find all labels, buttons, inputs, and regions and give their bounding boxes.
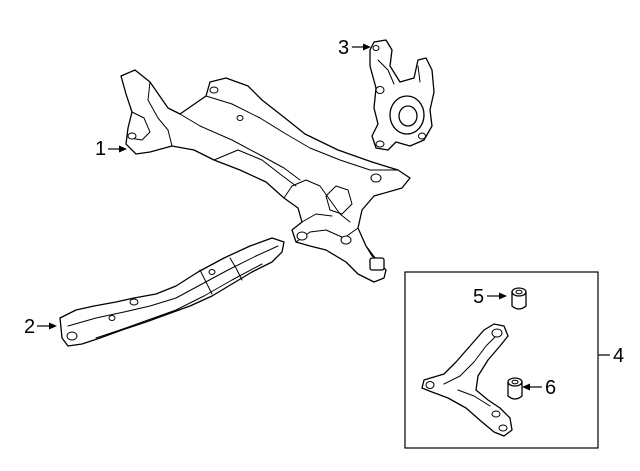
- lower-control-arm-detail-box: [404, 271, 599, 449]
- callout-number-6: 6: [545, 377, 556, 399]
- callout-2: 2: [24, 316, 57, 338]
- callout-number-3: 3: [338, 37, 349, 59]
- callout-number-2: 2: [24, 316, 35, 338]
- lower-control-arm-part: [421, 323, 513, 437]
- callout-6: 6: [522, 377, 556, 399]
- callout-number-4: 4: [613, 345, 624, 367]
- lower-support-bar-part: [59, 237, 285, 347]
- callout-1: 1: [95, 138, 127, 160]
- steering-knuckle-part: [369, 39, 435, 151]
- callout-4: 4: [598, 345, 624, 367]
- bushing-part-6: [507, 377, 523, 400]
- callout-number-1: 1: [95, 138, 106, 160]
- bushing-part-5: [511, 287, 527, 310]
- callout-number-5: 5: [473, 286, 484, 308]
- callout-5: 5: [473, 286, 507, 308]
- crossmember-part: [120, 69, 411, 283]
- callout-3: 3: [338, 37, 371, 59]
